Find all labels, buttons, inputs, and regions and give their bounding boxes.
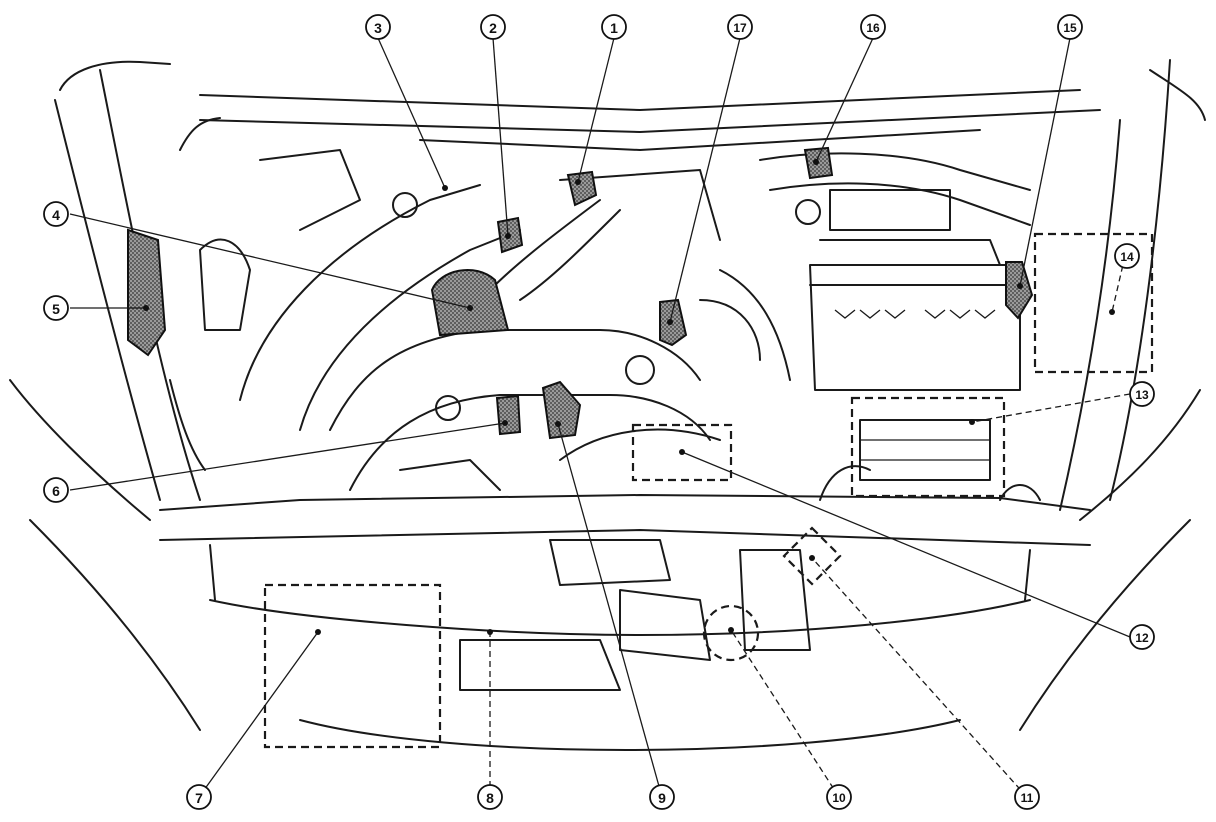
callout-label: 1: [610, 20, 618, 36]
component-6: [495, 394, 522, 436]
component-9: [541, 380, 582, 440]
callout-12: 12: [1129, 624, 1155, 650]
callout-15: 15: [1057, 14, 1083, 40]
component-1: [566, 170, 598, 207]
component-17: [659, 298, 688, 347]
callout-6: 6: [43, 477, 69, 503]
callout-label: 5: [52, 301, 60, 317]
callout-4: 4: [43, 201, 69, 227]
callout-label: 13: [1135, 388, 1149, 402]
region-7: [263, 583, 442, 749]
callout-label: 14: [1120, 250, 1134, 264]
callout-label: 15: [1063, 21, 1077, 35]
callout-label: 6: [52, 483, 60, 499]
callout-3: 3: [365, 14, 391, 40]
callout-13: 13: [1129, 381, 1155, 407]
region-13: [850, 396, 1006, 498]
callout-9: 9: [649, 784, 675, 810]
engine-line-art: [9, 59, 1206, 751]
callout-14: 14: [1114, 243, 1140, 269]
callout-label: 7: [195, 790, 203, 806]
component-markers: [127, 146, 1034, 440]
callout-7: 7: [186, 784, 212, 810]
callout-16: 16: [860, 14, 886, 40]
region-10: [702, 604, 760, 662]
callout-label: 10: [832, 791, 846, 805]
callout-label: 16: [866, 21, 880, 35]
callout-2: 2: [480, 14, 506, 40]
callout-11: 11: [1014, 784, 1040, 810]
callout-label: 8: [486, 790, 494, 806]
callout-10: 10: [826, 784, 852, 810]
region-11: [782, 526, 842, 586]
component-15: [1005, 261, 1034, 320]
callout-label: 4: [52, 207, 60, 223]
component-5: [127, 228, 167, 357]
component-4: [430, 268, 510, 337]
callout-label: 3: [374, 20, 382, 36]
callout-label: 17: [733, 21, 747, 35]
callout-1: 1: [601, 14, 627, 40]
region-12: [631, 423, 733, 482]
callout-label: 2: [489, 20, 497, 36]
callout-8: 8: [477, 784, 503, 810]
callout-17: 17: [727, 14, 753, 40]
region-14: [1033, 232, 1154, 374]
callout-label: 11: [1021, 791, 1034, 805]
callout-5: 5: [43, 295, 69, 321]
dashed-regions: [263, 232, 1154, 749]
leader-lines: [69, 37, 1131, 798]
callout-label: 9: [658, 790, 666, 806]
callout-label: 12: [1135, 631, 1149, 645]
